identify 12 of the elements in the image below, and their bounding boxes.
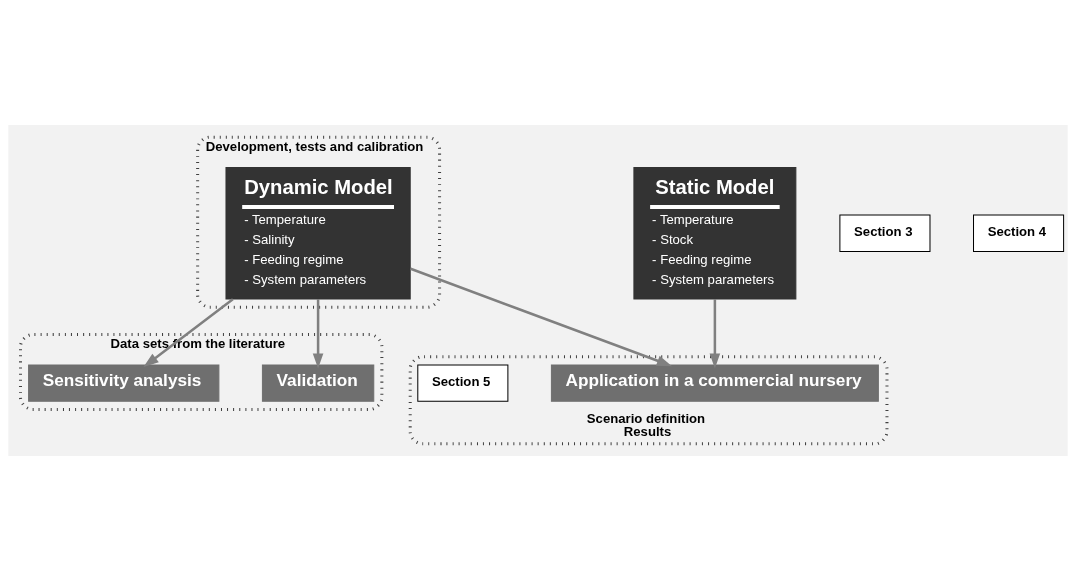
node-box: Section 4: [973, 214, 1065, 253]
node-box: Application in a commercial nursery: [550, 364, 879, 402]
node-box: Section 3: [839, 214, 931, 253]
node-box: Static Model - Temperature - Stock - Feeding regime - System parameters: [633, 167, 797, 300]
node-box: Dynamic Model - Temperature - Salinity - Feeding regime - System parameters: [225, 167, 411, 300]
arrow: [709, 299, 721, 369]
node-box: Sensitivity analysis: [28, 364, 220, 402]
arrow: [143, 298, 234, 368]
node-box: Validation: [261, 364, 375, 402]
arrow: [312, 299, 324, 369]
node-box: Section 5: [417, 364, 509, 402]
arrow: [410, 267, 673, 367]
